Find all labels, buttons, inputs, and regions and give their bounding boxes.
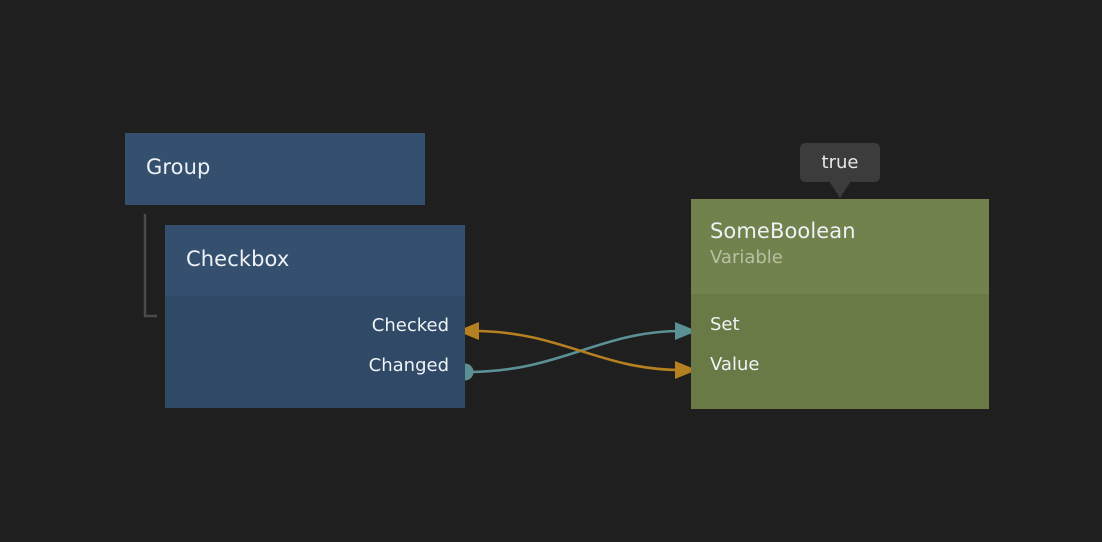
value-tooltip[interactable]: true (800, 143, 880, 198)
node-variable[interactable]: SomeBoolean Variable Set Value (691, 199, 989, 409)
edge-changed-to-set-arrowhead (675, 322, 697, 340)
node-checkbox-title: Checkbox (186, 247, 290, 271)
port-checked-label: Checked (371, 315, 449, 336)
edge-value-to-checked-arrowhead (457, 322, 479, 340)
port-changed[interactable]: Changed (165, 346, 465, 386)
node-variable-subtitle: Variable (710, 247, 783, 268)
port-set[interactable]: Set (691, 305, 989, 345)
port-value[interactable]: Value (691, 345, 989, 385)
node-group[interactable]: Group (125, 133, 425, 205)
port-changed-label: Changed (368, 355, 449, 376)
node-group-title: Group (146, 155, 211, 179)
node-checkbox-header[interactable]: Checkbox (165, 225, 465, 296)
node-group-header[interactable]: Group (125, 133, 425, 205)
value-tooltip-text: true (821, 151, 859, 173)
edge-value-port-arrowhead (675, 361, 697, 379)
node-variable-body: Set Value (691, 294, 989, 409)
port-checked[interactable]: Checked (165, 306, 465, 346)
containment-bracket (143, 214, 157, 318)
tooltip-tail-icon (829, 181, 851, 198)
node-checkbox-body: Checked Changed (165, 296, 465, 408)
edge-value-to-checked[interactable] (473, 329, 682, 372)
edge-changed-to-set[interactable] (467, 329, 682, 374)
port-set-label: Set (710, 314, 740, 335)
node-variable-title: SomeBoolean (710, 219, 856, 243)
node-variable-header[interactable]: SomeBoolean Variable (691, 199, 989, 294)
port-value-label: Value (710, 354, 760, 375)
node-checkbox[interactable]: Checkbox Checked Changed (165, 225, 465, 408)
